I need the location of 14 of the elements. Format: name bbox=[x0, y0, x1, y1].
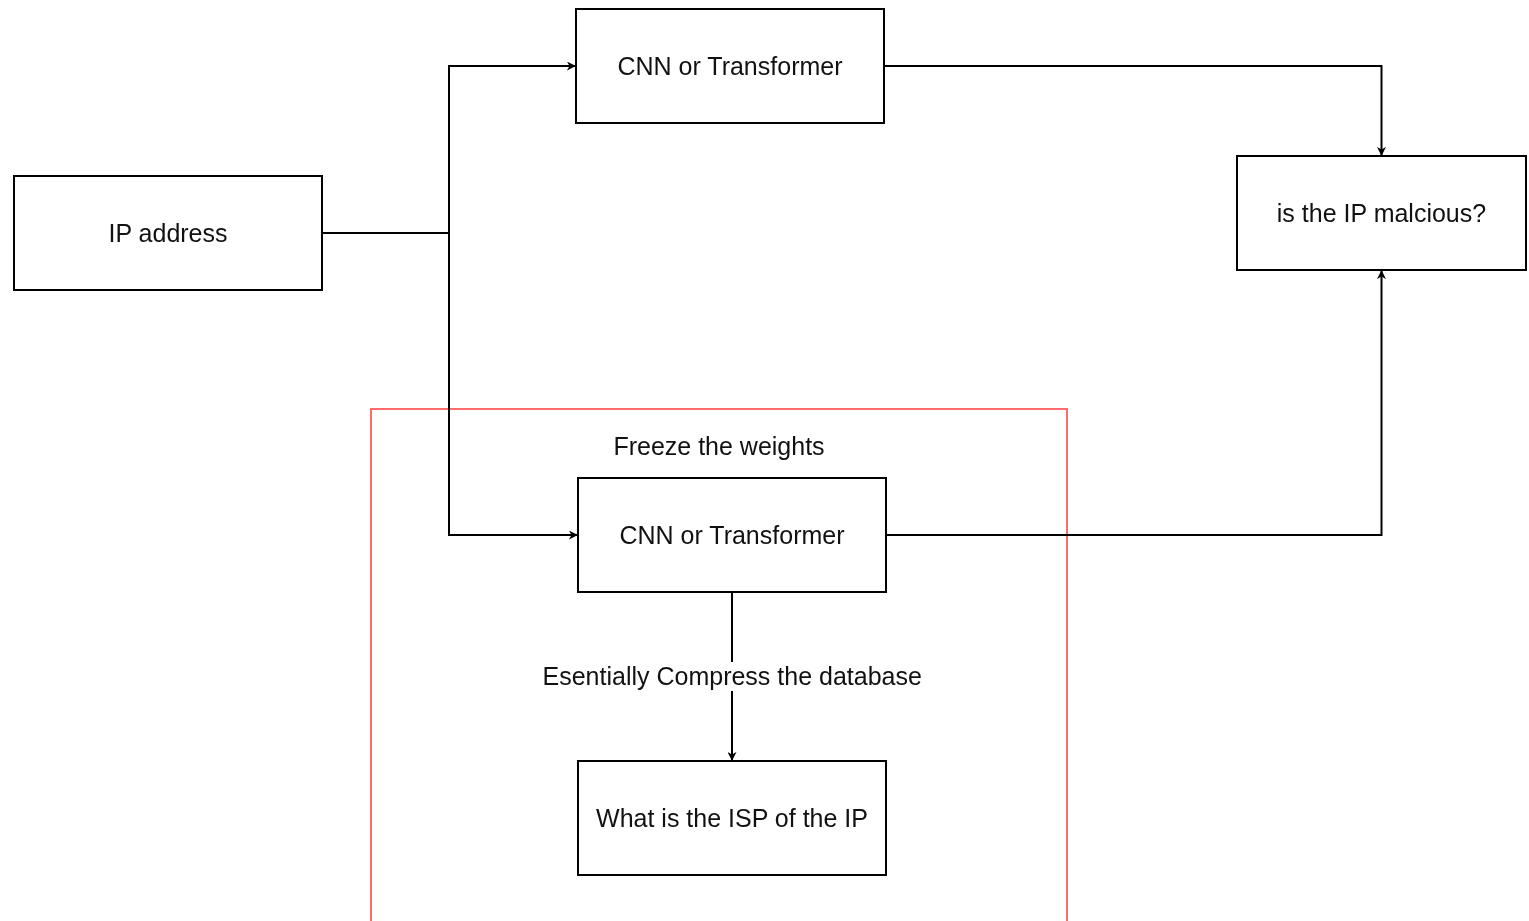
process-box bbox=[575, 8, 885, 124]
process-box bbox=[577, 477, 887, 593]
frame-heading: Freeze the weights bbox=[612, 432, 826, 461]
box-label: What is the ISP of the IP bbox=[596, 803, 868, 833]
box-label: CNN or Transformer bbox=[619, 520, 845, 550]
arrow bbox=[886, 270, 1386, 536]
process-box bbox=[577, 760, 887, 876]
box-label: is the IP malcious? bbox=[1276, 198, 1487, 228]
process-box bbox=[13, 175, 323, 291]
arrow bbox=[884, 65, 1386, 156]
group-frame bbox=[370, 408, 1068, 921]
process-box bbox=[1236, 155, 1527, 271]
box-label: IP address bbox=[108, 218, 228, 248]
box-label: CNN or Transformer bbox=[617, 51, 843, 81]
